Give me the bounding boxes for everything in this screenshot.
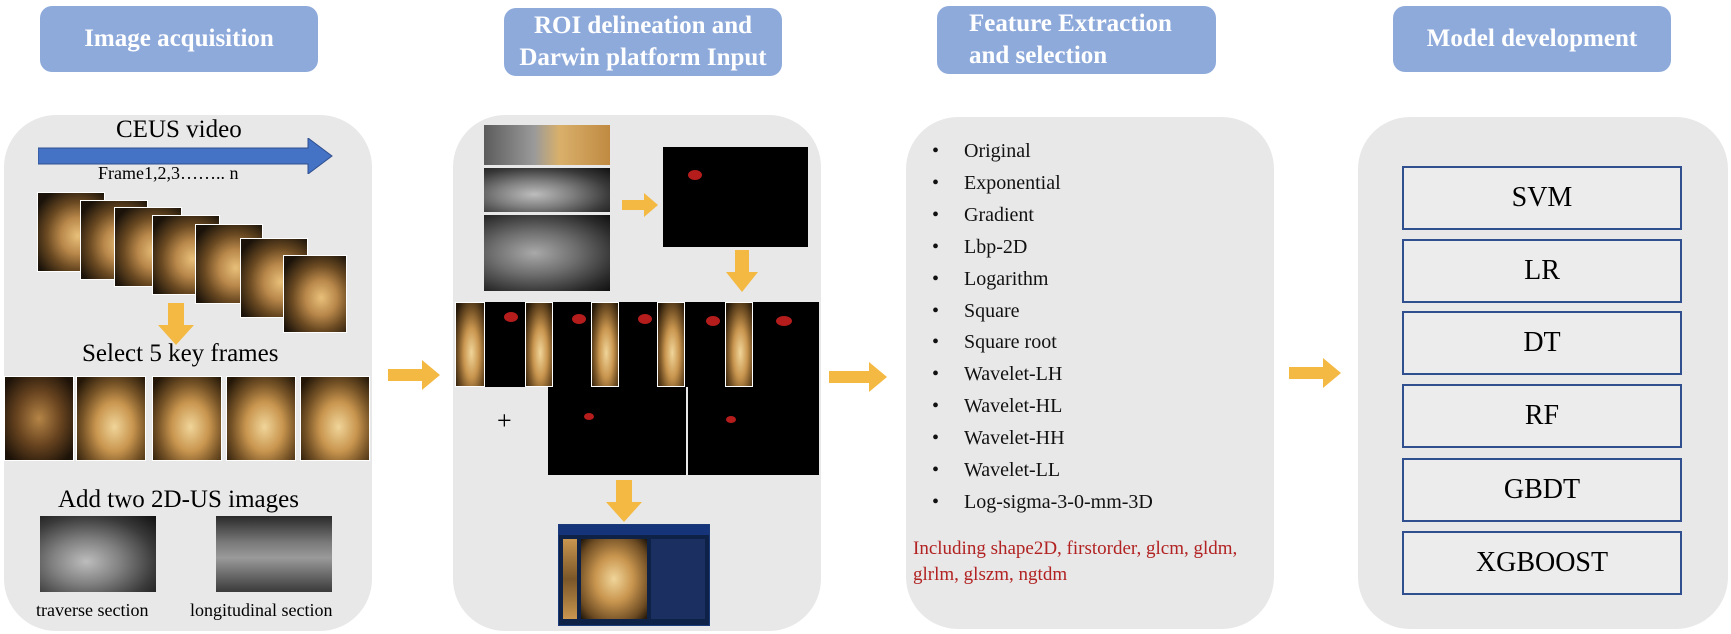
feature-item: Log-sigma-3-0-mm-3D	[964, 487, 1153, 519]
longitudinal-section-image	[216, 516, 332, 592]
darwin-screenshot-3	[484, 215, 610, 291]
model-box-rf: RF	[1402, 384, 1682, 448]
strip-roi-3	[638, 314, 652, 324]
strip-ceus-5	[725, 302, 753, 387]
darwin-main-view	[581, 539, 647, 619]
add-2d-us-label: Add two 2D-US images	[58, 486, 299, 513]
model-box-dt: DT	[1402, 311, 1682, 375]
select-key-frames-label: Select 5 key frames	[82, 340, 279, 367]
strip-ceus-4	[657, 302, 685, 387]
strip-roi-5	[776, 316, 792, 326]
strip-mask-5	[753, 302, 819, 387]
model-label: GBDT	[1503, 474, 1581, 505]
roi-spot-large	[688, 170, 702, 180]
model-label: DT	[1523, 327, 1561, 358]
roi-spot-bottom-2	[726, 416, 736, 423]
yellow-down-arrow-2	[726, 250, 758, 292]
strip-roi-2	[572, 314, 586, 324]
strip-ceus-3	[591, 302, 619, 387]
ceus-video-label: CEUS video	[116, 116, 242, 143]
model-label: XGBOOST	[1475, 547, 1609, 578]
strip-mask-2	[553, 302, 591, 387]
feature-item: Wavelet-LH	[964, 359, 1153, 391]
darwin-toolbar	[559, 525, 709, 535]
blue-timeline-arrow	[38, 138, 333, 174]
model-label: RF	[1524, 400, 1560, 431]
feature-item: Gradient	[964, 200, 1153, 232]
model-box-gbdt: GBDT	[1402, 458, 1682, 522]
yellow-down-arrow-1	[158, 303, 194, 345]
header-image-acquisition: Image acquisition	[40, 6, 318, 72]
darwin-thumbnails	[563, 539, 577, 619]
header-model-development-label: Model development	[1426, 25, 1638, 52]
key-frame-1	[4, 376, 74, 461]
header-feature-extraction: Feature Extraction and selection	[937, 6, 1216, 74]
yellow-right-arrow-1	[388, 360, 440, 390]
header-model-development: Model development	[1393, 6, 1671, 72]
frames-label: Frame1,2,3…….. n	[98, 163, 239, 183]
yellow-right-arrow-3	[1289, 358, 1341, 388]
traverse-section-label: traverse section	[36, 600, 149, 620]
longitudinal-section-label: longitudinal section	[190, 600, 333, 620]
header-roi-line2: Darwin platform Input	[519, 44, 767, 71]
strip-ceus-1	[455, 302, 485, 387]
header-image-acquisition-label: Image acquisition	[84, 25, 274, 52]
feature-item: Exponential	[964, 168, 1153, 200]
model-box-svm: SVM	[1402, 166, 1682, 230]
darwin-screenshot-1	[484, 125, 610, 165]
key-frame-2	[76, 376, 146, 461]
model-label: LR	[1524, 255, 1560, 286]
darwin-side-panel	[651, 539, 705, 619]
darwin-platform-screenshot	[558, 524, 710, 626]
feature-item: Original	[964, 136, 1153, 168]
feature-item: Square root	[964, 327, 1153, 359]
model-box-lr: LR	[1402, 239, 1682, 303]
traverse-section-image	[40, 516, 156, 592]
key-frame-5	[300, 376, 370, 461]
roi-mask-large	[663, 147, 808, 247]
roi-mask-bottom-1	[548, 387, 686, 475]
key-frame-3	[152, 376, 222, 461]
strip-mask-4	[685, 302, 725, 387]
feature-item: Square	[964, 296, 1153, 328]
header-feature-line2: and selection	[969, 42, 1108, 69]
feature-item: Lbp-2D	[964, 232, 1153, 264]
header-roi-delineation: ROI delineation and Darwin platform Inpu…	[504, 8, 782, 76]
feature-item: Wavelet-HL	[964, 391, 1153, 423]
strip-mask-3	[619, 302, 657, 387]
yellow-right-arrow-2	[829, 362, 887, 392]
strip-roi-1	[504, 312, 518, 322]
feature-item: Logarithm	[964, 264, 1153, 296]
plus-sign: +	[497, 406, 512, 435]
darwin-screenshot-2	[484, 168, 610, 212]
feature-item: Wavelet-HH	[964, 423, 1153, 455]
yellow-right-arrow-small	[622, 193, 658, 217]
yellow-down-arrow-3	[606, 480, 642, 522]
roi-mask-bottom-2	[688, 387, 819, 475]
header-feature-line1: Feature Extraction	[969, 10, 1172, 37]
roi-spot-bottom-1	[584, 413, 594, 420]
feature-classes-note: Including shape2D, firstorder, glcm, gld…	[913, 538, 1238, 585]
strip-ceus-2	[525, 302, 553, 387]
feature-list: OriginalExponentialGradientLbp-2DLogarit…	[964, 136, 1153, 519]
header-roi-line1: ROI delineation and	[533, 12, 753, 39]
feature-item: Wavelet-LL	[964, 455, 1153, 487]
model-box-xgboost: XGBOOST	[1402, 531, 1682, 595]
strip-roi-4	[706, 316, 720, 326]
key-frame-4	[226, 376, 296, 461]
ceus-frame-7	[283, 255, 347, 333]
model-label: SVM	[1511, 182, 1573, 213]
